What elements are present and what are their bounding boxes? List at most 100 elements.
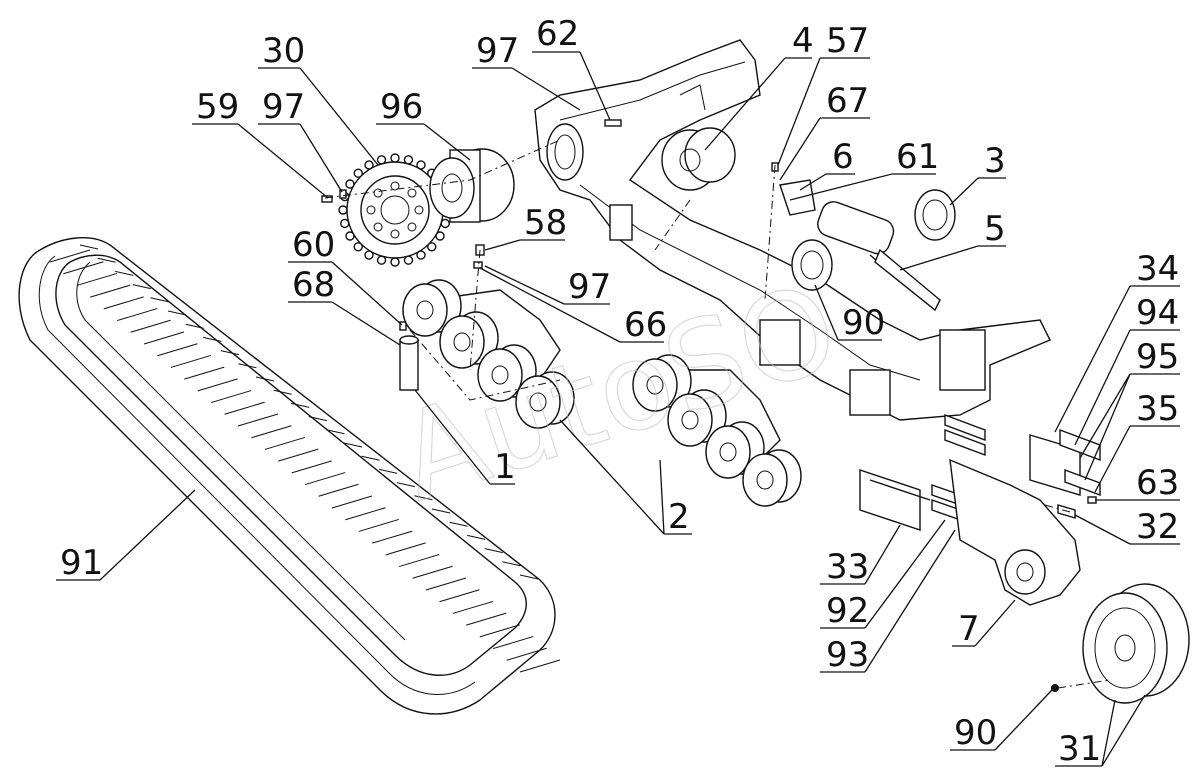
- callout-35: 35: [1094, 389, 1180, 493]
- callout-number: 1: [494, 447, 516, 487]
- track-tread: [90, 284, 131, 298]
- callout-number: 97: [568, 267, 611, 307]
- track-tread: [506, 647, 547, 661]
- wheel-hub: [681, 410, 699, 430]
- callout-leader: [949, 177, 979, 206]
- callout-2: 2: [559, 419, 692, 537]
- bogie-wheel: [667, 393, 713, 447]
- sprocket-tooth: [345, 231, 355, 241]
- sprocket-hole: [407, 188, 417, 198]
- bogie-wheel: [705, 425, 751, 479]
- track-tread: [385, 542, 426, 556]
- wheel-hub: [529, 392, 547, 412]
- callout-97: 97: [484, 265, 611, 307]
- callout-number: 96: [380, 87, 423, 127]
- track-treads: [49, 244, 561, 673]
- callout-number: 59: [196, 87, 239, 127]
- sprocket-tooth: [364, 250, 374, 260]
- track-tread: [170, 354, 212, 368]
- track-tread: [103, 296, 144, 310]
- callout-number: 90: [842, 303, 885, 343]
- callout-63: 63: [1095, 463, 1180, 503]
- track-tread: [210, 390, 252, 404]
- callout-number: 4: [792, 21, 814, 61]
- callout-leader: [1084, 373, 1131, 481]
- callout-3: 3: [949, 141, 1006, 206]
- sprocket-tooth: [353, 168, 363, 178]
- sprocket-tooth: [390, 153, 400, 163]
- bogie-1: [402, 279, 575, 429]
- sprocket-tooth: [364, 160, 374, 170]
- callout-90: 90: [950, 689, 1053, 753]
- sprocket-tooth: [390, 257, 400, 267]
- callout-leader: [299, 123, 343, 193]
- sprocket-tooth: [340, 218, 350, 229]
- track-tread: [197, 378, 238, 392]
- callout-leader: [777, 57, 821, 166]
- drive-motor-96: [429, 148, 515, 223]
- track-tread: [203, 336, 222, 342]
- track-tread: [425, 577, 467, 591]
- wheel-hub: [646, 375, 664, 395]
- callout-leader: [1094, 425, 1131, 493]
- callout-number: 32: [1136, 507, 1179, 547]
- callout-5: 5: [899, 209, 1006, 271]
- wheel-hub: [416, 300, 434, 320]
- wheel-hub: [491, 365, 509, 385]
- callout-leader: [299, 67, 379, 166]
- callout-number: 7: [958, 609, 980, 649]
- sprocket-tooth: [376, 155, 387, 165]
- callout-60: 60: [288, 225, 403, 326]
- track-tread: [237, 413, 279, 427]
- sprocket-tooth: [403, 255, 414, 265]
- track-tread: [479, 624, 520, 638]
- track-tread: [79, 244, 99, 250]
- track-tread: [414, 495, 433, 501]
- wheel-hub: [719, 442, 737, 462]
- bogie-wheel: [742, 453, 788, 507]
- track-tread: [291, 460, 332, 474]
- track-tread: [220, 350, 239, 356]
- callout-number: 97: [476, 31, 519, 71]
- roller-4: [661, 127, 736, 191]
- bogie-2: [632, 354, 802, 507]
- pin-68: [399, 335, 419, 391]
- sprocket-tooth: [416, 250, 426, 260]
- track-tread: [326, 429, 345, 435]
- sprocket-tooth: [353, 242, 363, 252]
- track-tread: [150, 297, 169, 303]
- callout-93: 93: [820, 529, 956, 675]
- track-tread: [264, 436, 306, 450]
- track-tread: [308, 416, 327, 422]
- sprocket-tooth: [338, 205, 348, 215]
- idler-wheel-31: [1082, 583, 1190, 704]
- callout-number: 68: [292, 265, 335, 305]
- callout-number: 93: [826, 635, 869, 675]
- callout-leader: [704, 57, 786, 151]
- callout-number: 3: [984, 141, 1006, 181]
- bogie-wheel: [439, 315, 485, 369]
- assembly-axes: [324, 139, 1111, 689]
- callout-57: 57: [777, 21, 870, 166]
- callout-number: 63: [1136, 463, 1179, 503]
- callout-leader: [331, 261, 403, 326]
- track-tread: [484, 548, 503, 554]
- callout-leader: [237, 123, 329, 199]
- track-tread: [224, 401, 265, 415]
- callout-33: 33: [820, 524, 901, 587]
- sprocket-tooth: [403, 155, 414, 165]
- track-tread: [466, 612, 507, 626]
- callout-30: 30: [258, 31, 379, 166]
- callout-4: 4: [704, 21, 814, 151]
- callout-number: 34: [1136, 249, 1179, 289]
- track-tread: [291, 402, 310, 408]
- callout-58: 58: [484, 203, 567, 251]
- callout-95: 95: [1079, 337, 1180, 481]
- track-tread: [452, 600, 494, 614]
- callout-leader: [1054, 285, 1131, 433]
- callout-31: 31: [1055, 694, 1146, 769]
- callout-leader: [99, 489, 196, 581]
- sprocket-tooth: [440, 218, 450, 229]
